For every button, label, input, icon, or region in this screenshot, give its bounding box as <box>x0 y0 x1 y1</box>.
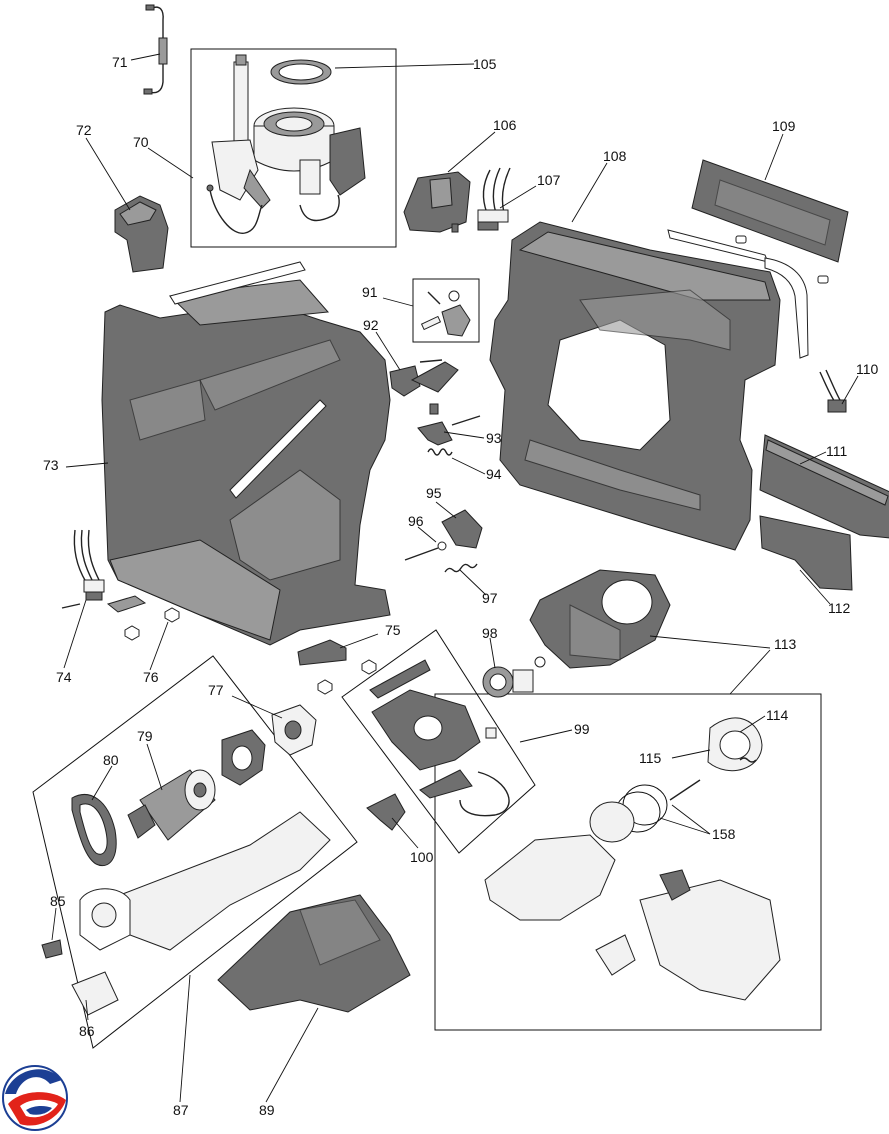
part-112-side-panel <box>759 515 853 591</box>
callout-100: 100 <box>410 849 434 865</box>
part-85-sensor <box>41 939 63 959</box>
callout-110: 110 <box>856 361 879 377</box>
callout-98: 98 <box>482 625 498 641</box>
part-106-switch-bracket <box>403 171 471 233</box>
part-100-clip <box>366 793 406 831</box>
part-71-thermal-fuse <box>143 4 168 95</box>
callout-80: 80 <box>103 752 119 768</box>
callout-106: 106 <box>493 117 517 133</box>
part-98-gear-disc <box>482 656 546 698</box>
motor-assembly-frame <box>32 655 358 1049</box>
callout-85: 85 <box>50 893 66 909</box>
part-91-lever-spring <box>420 290 471 337</box>
part-93-lever <box>417 403 481 446</box>
part-99-frame <box>341 629 536 854</box>
callout-76: 76 <box>143 669 159 685</box>
part-99-chute-assembly <box>369 659 510 817</box>
callout-87: 87 <box>173 1102 189 1118</box>
callout-73: 73 <box>43 457 59 473</box>
callout-79: 79 <box>137 728 153 744</box>
part-107-reed-switch <box>477 167 511 231</box>
callout-89: 89 <box>259 1102 275 1118</box>
part-80-drive-belt <box>71 794 117 866</box>
part-105-gasket-ring <box>270 59 332 85</box>
part-95-cam <box>441 509 483 549</box>
callout-109: 109 <box>772 118 796 134</box>
part-76-nuts <box>124 607 377 695</box>
part-70-grinder-assembly <box>206 54 366 234</box>
part-110-sensor <box>819 369 847 413</box>
callout-71: 71 <box>112 54 128 70</box>
part-87-gear-housing <box>79 811 331 951</box>
callout-75: 75 <box>385 622 401 638</box>
callout-94: 94 <box>486 466 502 482</box>
callout-113: 113 <box>774 636 797 652</box>
leader-lines <box>51 53 859 1103</box>
callout-95: 95 <box>426 485 442 501</box>
callout-111: 111 <box>826 443 847 459</box>
grinder-assembly-frame <box>190 48 397 248</box>
callout-72: 72 <box>76 122 92 138</box>
part-91-frame <box>412 278 480 343</box>
part-97-spring <box>444 563 478 573</box>
callout-labels: 71 105 72 70 106 108 109 107 91 92 73 93… <box>43 54 879 1118</box>
callout-92: 92 <box>363 317 379 333</box>
part-89-drip-tray <box>217 894 411 1013</box>
part-94-spring <box>427 448 453 456</box>
callout-115: 115 <box>639 750 662 766</box>
part-92-latch <box>389 359 459 397</box>
part-114-piston <box>707 717 763 772</box>
part-74-connector <box>61 529 147 613</box>
callout-114: 114 <box>766 707 789 723</box>
brew-unit-frame <box>434 693 822 1031</box>
callout-108: 108 <box>603 148 627 164</box>
part-111-drip-rail <box>759 434 889 539</box>
callout-99: 99 <box>574 721 590 737</box>
part-73-left-frame <box>101 261 391 646</box>
part-75-foot <box>297 639 347 666</box>
part-77-coupling <box>221 704 317 786</box>
callout-77: 77 <box>208 682 224 698</box>
part-109-circuit-board <box>691 159 849 284</box>
callout-105: 105 <box>473 56 497 72</box>
callout-107: 107 <box>537 172 561 188</box>
part-brew-unit-body <box>484 834 781 1001</box>
part-158-o-rings <box>589 779 701 843</box>
callout-97: 97 <box>482 590 498 606</box>
callout-70: 70 <box>133 134 149 150</box>
part-113-brew-group <box>529 569 671 669</box>
part-79-motor <box>127 769 216 841</box>
callout-86: 86 <box>79 1023 95 1039</box>
callout-91: 91 <box>362 284 378 300</box>
brand-logo <box>2 1065 68 1131</box>
part-96-screw <box>404 541 447 561</box>
callout-74: 74 <box>56 669 72 685</box>
callout-112: 112 <box>828 600 851 616</box>
part-108-right-frame <box>489 221 781 551</box>
part-108-trim-strips <box>667 229 809 359</box>
callout-158: 158 <box>712 826 736 842</box>
part-86-board <box>71 971 119 1016</box>
part-72-sensor-bracket <box>114 195 169 273</box>
callout-96: 96 <box>408 513 424 529</box>
callout-93: 93 <box>486 430 502 446</box>
